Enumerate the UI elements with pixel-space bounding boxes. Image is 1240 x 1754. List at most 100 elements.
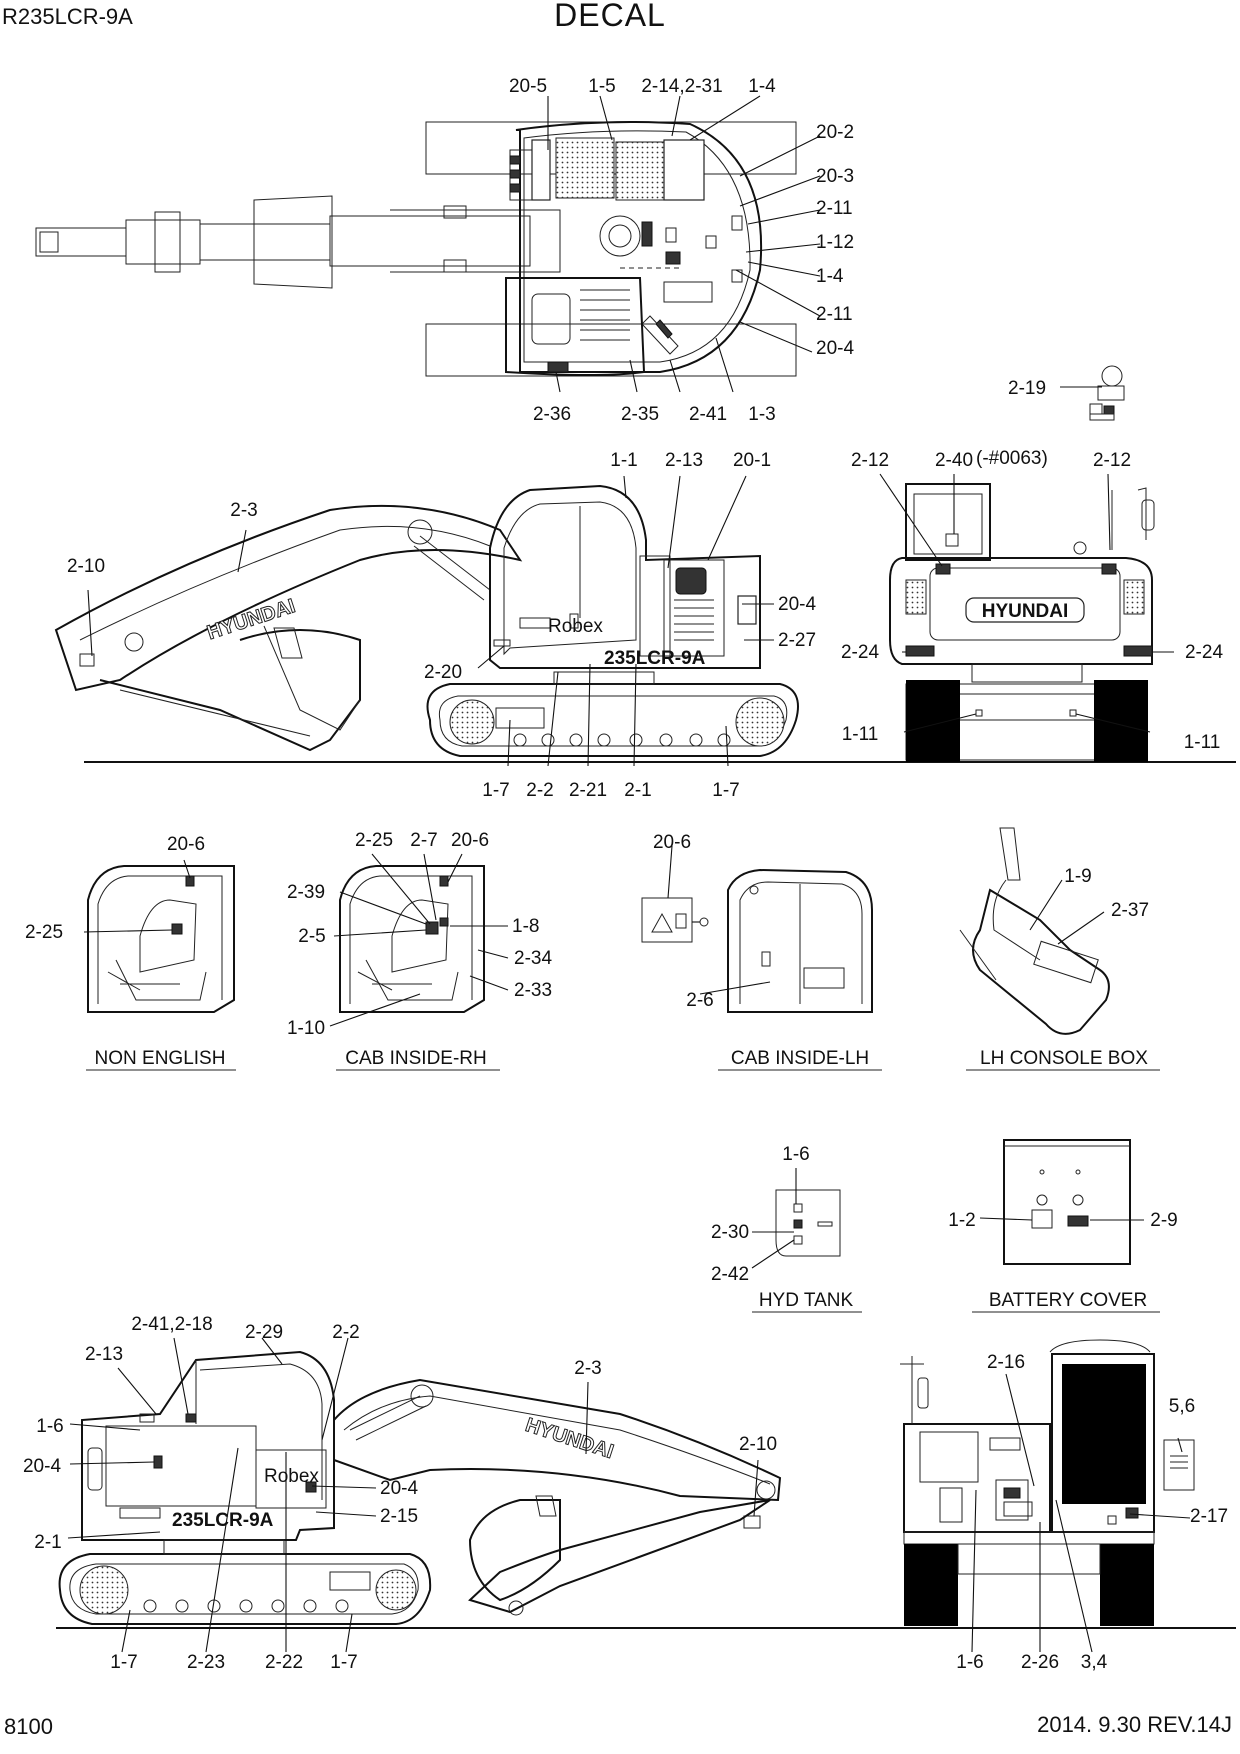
callout-top-20-3: 20-3: [816, 166, 854, 187]
side-rh-boom-logo: HYUNDAI: [523, 1414, 616, 1463]
callout-top-2-35: 2-35: [621, 404, 659, 425]
front-track-right: [1100, 1544, 1154, 1626]
callout-top-2-11: 2-11: [816, 198, 853, 219]
side-cab-window: [503, 501, 637, 656]
callout-side-2-20: 2-20: [424, 662, 462, 683]
top-engine-grille: [555, 137, 615, 199]
callout-rh-side-2-23: 2-23: [187, 1652, 225, 1673]
callout-rear-1-11: 1-11: [842, 724, 879, 745]
callout-top-2-41: 2-41: [689, 404, 727, 425]
callout-rh-side-20-4b: 20-4: [380, 1478, 418, 1499]
rear-track-left: [906, 680, 960, 762]
callout-side-1-7: 1-7: [482, 780, 509, 801]
caption-cab-inside-rh: CAB INSIDE-RH: [345, 1048, 486, 1069]
callout-rh-side-1-6: 1-6: [36, 1416, 63, 1437]
callout-hyd-1-6: 1-6: [782, 1144, 809, 1165]
callout-rh-2-5: 2-5: [298, 926, 325, 947]
callout-side-20-4: 20-4: [778, 594, 816, 615]
detail-battery-cover: 1-2 2-9 BATTERY COVER: [948, 1139, 1178, 1313]
callout-rear-serial-note: (-#0063): [976, 448, 1048, 469]
top-boom: [329, 215, 531, 267]
callout-top-1-4b: 1-4: [816, 266, 844, 287]
callout-front-2-16: 2-16: [987, 1352, 1025, 1373]
detail-non-english: 20-6 2-25 NON ENGLISH: [25, 834, 236, 1071]
side-rh-arm: [468, 1499, 771, 1614]
front-guard-mesh: [1062, 1364, 1146, 1504]
caption-lh-console-box: LH CONSOLE BOX: [980, 1048, 1148, 1069]
callout-front-2-26: 2-26: [1021, 1652, 1059, 1673]
callout-rear-2-12b: 2-12: [1093, 450, 1131, 471]
callout-top-1-12: 1-12: [816, 232, 854, 253]
detail-cab-inside-lh: 20-6 2-6 CAB INSIDE-LH: [641, 832, 882, 1071]
side-upper: [489, 484, 761, 669]
callout-rh-20-6: 20-6: [451, 830, 489, 851]
callout-side-2-3: 2-3: [230, 500, 257, 521]
front-track-left: [904, 1544, 958, 1626]
callout-rh-side-2-41-2-18: 2-41,2-18: [131, 1314, 212, 1335]
callout-rh-side-2-15: 2-15: [380, 1506, 418, 1527]
side-arm: [99, 629, 361, 752]
page-title: DECAL: [554, 0, 666, 33]
callout-rear-1-11b: 1-11: [1184, 732, 1221, 753]
callout-rh-side-2-3: 2-3: [574, 1358, 601, 1379]
caption-non-english: NON ENGLISH: [95, 1048, 226, 1069]
callout-top-1-5: 1-5: [588, 76, 615, 97]
callout-ne-20-6: 20-6: [167, 834, 205, 855]
rear-counterweight: [889, 557, 1153, 665]
callout-side-2-1: 2-1: [624, 780, 651, 801]
callout-rh-side-20-4: 20-4: [23, 1456, 61, 1477]
model-title: R235LCR-9A: [2, 4, 133, 29]
detail-cab-inside-rh: 2-25 2-7 20-6 2-39 2-5 1-8 2-34 2-33 1-1…: [287, 830, 552, 1071]
callout-rear-2-12: 2-12: [851, 450, 889, 471]
page-number: 8100: [4, 1714, 53, 1739]
callout-rear-2-24b: 2-24: [1185, 642, 1223, 663]
callout-side-2-2: 2-2: [526, 780, 553, 801]
caption-hyd-tank: HYD TANK: [759, 1290, 854, 1311]
callout-rh-side-1-7b: 1-7: [330, 1652, 357, 1673]
callout-rh-2-33: 2-33: [514, 980, 552, 1001]
side-view-right: Robex 235LCR-9A HYUNDAI 2-41,2-18 2-29 2…: [23, 1314, 904, 1673]
callout-rh-side-2-2: 2-2: [332, 1322, 359, 1343]
callout-battery-2-9: 2-9: [1150, 1210, 1177, 1231]
svg-text:235LCR-9A: 235LCR-9A: [604, 648, 706, 669]
top-arm: [253, 195, 333, 289]
callout-side-2-13: 2-13: [665, 450, 703, 471]
callout-side-2-27: 2-27: [778, 630, 816, 651]
detail-lh-console-box: 1-9 2-37 LH CONSOLE BOX: [959, 827, 1160, 1071]
callout-front-5-6: 5,6: [1169, 1396, 1195, 1417]
side-rh-model-badge: 235LCR-9A: [172, 1510, 274, 1531]
detail-hyd-tank: 1-6 2-30 2-42 HYD TANK: [711, 1144, 862, 1313]
callout-top-20-5: 20-5: [509, 76, 547, 97]
callout-console-1-9: 1-9: [1064, 866, 1091, 887]
rear-logo: HYUNDAI: [982, 601, 1069, 622]
callout-top-2-14-2-31: 2-14,2-31: [641, 76, 722, 97]
callout-rh-2-34: 2-34: [514, 948, 552, 969]
callout-front-2-17: 2-17: [1190, 1506, 1228, 1527]
side-rh-bucket: [468, 1499, 561, 1602]
revision-stamp: 2014. 9.30 REV.14J: [1037, 1712, 1232, 1737]
caption-battery-cover: BATTERY COVER: [989, 1290, 1147, 1311]
callout-rh-2-25: 2-25: [355, 830, 393, 851]
callout-rh-side-1-7: 1-7: [110, 1652, 137, 1673]
callout-rh-side-2-22: 2-22: [265, 1652, 303, 1673]
callout-console-2-37: 2-37: [1111, 900, 1149, 921]
front-view: 2-16 5,6 2-17 1-6 2-26 3,4: [900, 1339, 1236, 1673]
side-rh-track: [58, 1553, 432, 1625]
side-track: [426, 683, 799, 757]
rear-view: HYUNDAI 2-12 2-40 (-#0063) 2-12 2-24 2-2…: [841, 448, 1223, 762]
svg-text:Robex: Robex: [548, 616, 603, 637]
callout-top-1-4: 1-4: [748, 76, 776, 97]
callout-hyd-2-30: 2-30: [711, 1222, 749, 1243]
callout-side-1-7b: 1-7: [712, 780, 739, 801]
callout-top-2-36: 2-36: [533, 404, 571, 425]
rear-cab: [905, 483, 991, 561]
callout-rh-side-2-29: 2-29: [245, 1322, 283, 1343]
side-boom: [54, 504, 523, 692]
callout-lh-2-6: 2-6: [686, 990, 713, 1011]
callout-rh-side-2-10: 2-10: [739, 1434, 777, 1455]
callout-ne-2-25: 2-25: [25, 922, 63, 943]
callout-front-3-4: 3,4: [1081, 1652, 1108, 1673]
callout-rh-1-10: 1-10: [287, 1018, 325, 1039]
callout-side-1-1: 1-1: [610, 450, 637, 471]
